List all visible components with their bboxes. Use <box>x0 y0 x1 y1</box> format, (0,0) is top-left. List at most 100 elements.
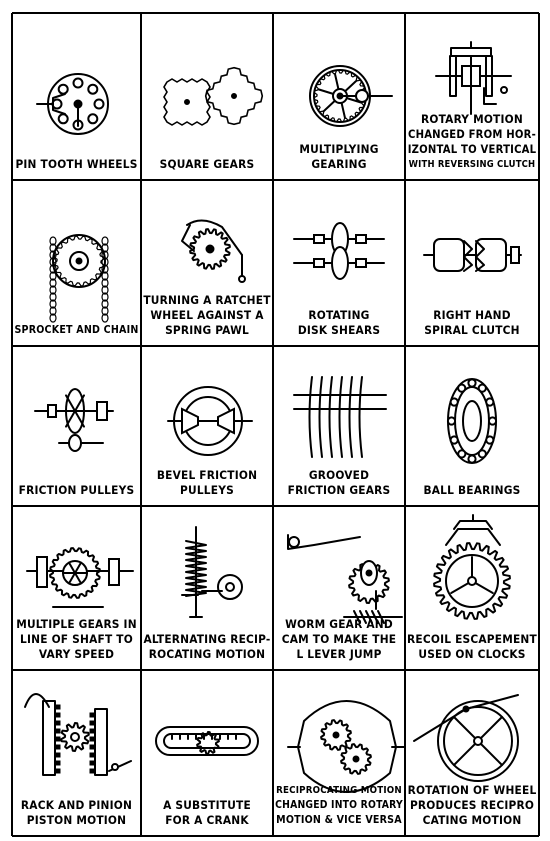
caption-line: ROTARY MOTION <box>421 112 523 126</box>
caption-line: GEARING <box>311 157 367 171</box>
alternating-reciprocating-motion-caption: ALTERNATING RECIP-ROCATING MOTION <box>143 632 271 662</box>
caption-line: MULTIPLE GEARS IN <box>16 617 137 631</box>
caption-line: RECIPROCATING MOTION <box>276 785 402 796</box>
rotating-disk-shears-illustration <box>293 222 385 280</box>
friction-pulleys-illustration <box>34 388 114 452</box>
rotation-of-wheel-reciprocating-illustration <box>413 694 519 782</box>
cell-friction-pulleys: FRICTION PULLEYS <box>13 347 140 505</box>
caption-line: MULTIPLYING <box>299 142 379 156</box>
substitute-for-a-crank-illustration <box>155 726 259 756</box>
cell-alternating-reciprocating-motion: ALTERNATING RECIP-ROCATING MOTION <box>142 507 272 669</box>
caption-line: BALL BEARINGS <box>423 483 521 497</box>
caption-line: GROOVED <box>308 468 370 482</box>
cell-sprocket-and-chain: SPROCKET AND CHAIN <box>13 181 140 345</box>
caption-line: RECOIL ESCAPEMENT <box>407 632 537 646</box>
ratchet-wheel-spring-pawl-illustration <box>181 219 246 283</box>
reciprocating-to-rotary-motion-illustration <box>287 700 404 793</box>
caption-line: FRICTION PULLEYS <box>18 483 135 497</box>
caption-line: PISTON MOTION <box>26 813 127 827</box>
caption-line: A SUBSTITUTE <box>163 798 251 812</box>
caption-line: ROTATION OF WHEEL <box>407 783 537 797</box>
rotary-motion-reversing-clutch-caption: ROTARY MOTION CHANGED FROM HOR- IZONTAL TO… <box>407 112 537 172</box>
alternating-reciprocating-motion-illustration <box>181 526 243 618</box>
caption-line: RIGHT HAND <box>433 308 511 322</box>
caption-line: DISK SHEARS <box>297 323 381 337</box>
multiple-gears-in-line-of-shaft-illustration <box>26 547 134 608</box>
caption-line: PIN TOOTH WHEELS <box>15 157 138 171</box>
caption-line: VARY SPEED <box>38 647 115 661</box>
caption-line: WHEEL AGAINST A <box>150 308 264 322</box>
caption-line: USED ON CLOCKS <box>418 647 526 661</box>
caption-line: PULLEYS <box>180 483 234 497</box>
ball-bearings-illustration <box>446 378 498 464</box>
caption-line: BEVEL FRICTION <box>156 468 258 482</box>
friction-pulleys-caption: FRICTION PULLEYS <box>14 483 139 498</box>
caption-line: WORM GEAR AND <box>285 617 393 631</box>
caption-line: LINE OF SHAFT TO <box>20 632 133 646</box>
caption-line: RACK AND PINION <box>20 798 133 812</box>
caption-line: CHANGED FROM HOR- <box>407 128 537 141</box>
sprocket-and-chain-caption: SPROCKET AND CHAIN <box>14 323 139 338</box>
square-gears-caption: SQUARE GEARS <box>143 157 271 172</box>
cell-reciprocating-to-rotary-motion: RECIPROCATING MOTION CHANGED INTO ROTARY M… <box>274 671 404 835</box>
caption-line: FRICTION GEARS <box>287 483 391 497</box>
reciprocating-to-rotary-motion-caption: RECIPROCATING MOTION CHANGED INTO ROTARY M… <box>275 783 403 828</box>
caption-line: ALTERNATING RECIP- <box>143 632 271 646</box>
caption-line: SPROCKET AND CHAIN <box>14 324 139 336</box>
rotary-motion-reversing-clutch-illustration <box>435 41 512 115</box>
ball-bearings-caption: BALL BEARINGS <box>407 483 537 498</box>
caption-line: WITH REVERSING CLUTCH <box>408 159 536 170</box>
caption-line: ROCATING MOTION <box>148 647 266 661</box>
caption-line: FOR A CRANK <box>165 813 249 827</box>
grooved-friction-gears-illustration <box>293 376 387 458</box>
sprocket-and-chain-illustration <box>49 234 109 323</box>
bevel-friction-pulleys-illustration <box>167 386 253 456</box>
caption-line: SPRING PAWL <box>165 323 249 337</box>
right-hand-spiral-clutch-illustration <box>423 238 522 272</box>
caption-line: TURNING A RATCHET <box>143 293 271 307</box>
caption-line: CHANGED INTO ROTARY <box>275 799 403 811</box>
caption-line: ROTATING <box>308 308 370 322</box>
pin-tooth-wheels-illustration <box>36 73 109 135</box>
cell-ball-bearings: BALL BEARINGS <box>406 347 538 505</box>
rack-and-pinion-piston-motion-illustration <box>24 693 132 776</box>
caption-line: IZONTAL TO VERTICAL <box>407 143 537 156</box>
caption-line: PRODUCES RECIPRO <box>409 798 535 812</box>
cell-pin-tooth-wheels: PIN TOOTH WHEELS <box>13 14 140 179</box>
caption-line: L LEVER JUMP <box>296 647 382 661</box>
caption-line: SPIRAL CLUTCH <box>424 323 520 337</box>
recoil-escapement-illustration <box>433 514 511 620</box>
pin-tooth-wheels-caption: PIN TOOTH WHEELS <box>14 157 139 172</box>
caption-line: MOTION & VICE VERSA <box>276 814 402 826</box>
caption-line: SQUARE GEARS <box>159 157 255 171</box>
worm-gear-and-cam-illustration <box>287 534 403 624</box>
caption-line: CAM TO MAKE THE <box>281 632 397 646</box>
square-gears-illustration <box>163 66 264 126</box>
multiplying-gearing-illustration <box>309 65 393 127</box>
